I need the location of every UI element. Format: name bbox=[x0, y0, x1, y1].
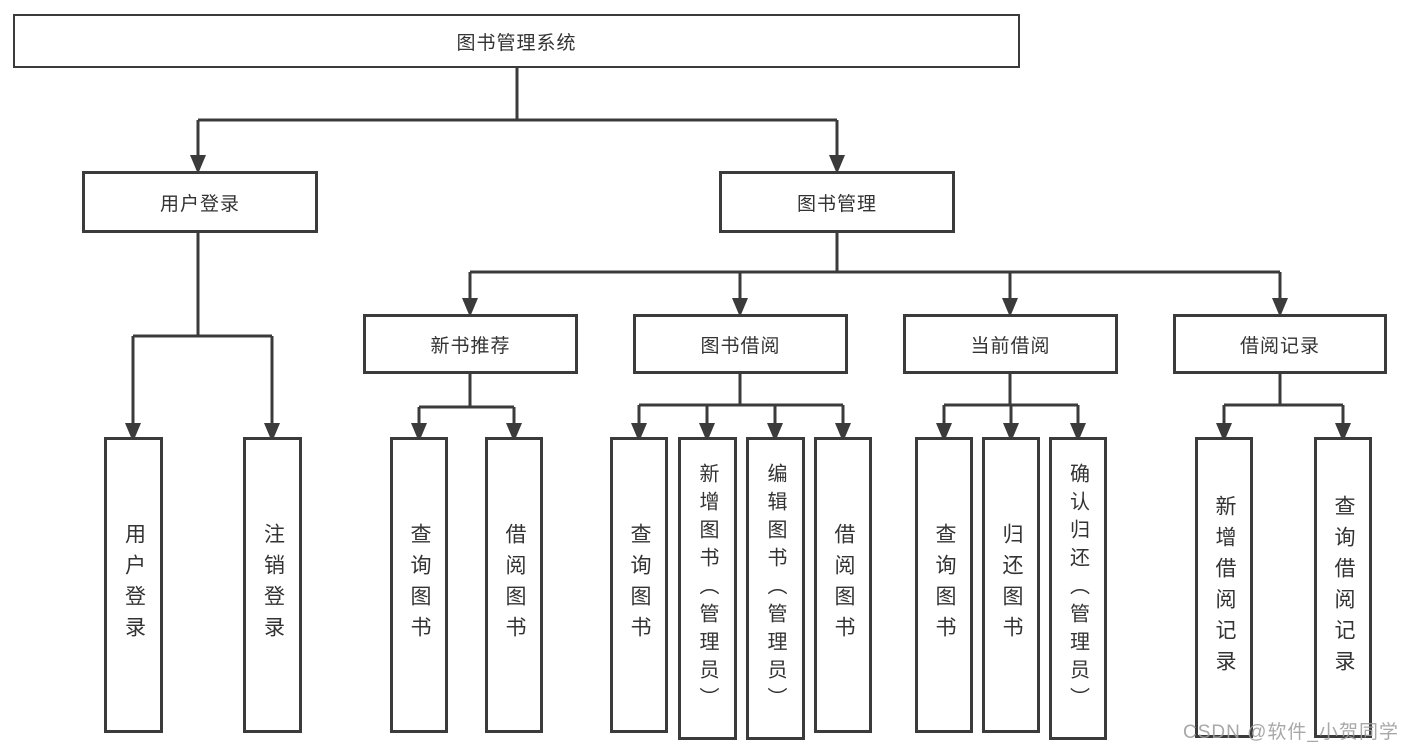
node-leaf-return-book: 归还图书 bbox=[982, 437, 1040, 733]
leaf-label: 新增图书（管理员） bbox=[696, 462, 718, 715]
node-leaf-query-borrow-record: 查询借阅记录 bbox=[1314, 437, 1372, 738]
leaf-label: 查询图书 bbox=[408, 523, 431, 647]
csdn-watermark: CSDN @软件_小贺同学 bbox=[1183, 722, 1399, 743]
node-leaf-confirm-return-admin: 确认归还（管理员） bbox=[1049, 437, 1107, 740]
leaf-label: 编辑图书（管理员） bbox=[764, 462, 786, 715]
node-leaf-borrow-books-2: 借阅图书 bbox=[814, 437, 872, 733]
leaf-label: 归还图书 bbox=[1000, 523, 1023, 647]
leaf-label: 用户登录 bbox=[122, 523, 146, 647]
node-current-borrow: 当前借阅 bbox=[903, 314, 1118, 374]
leaf-label: 查询图书 bbox=[933, 523, 956, 647]
node-leaf-logout: 注销登录 bbox=[243, 437, 302, 733]
node-leaf-user-login: 用户登录 bbox=[104, 437, 163, 733]
node-new-book-recommend: 新书推荐 bbox=[363, 314, 578, 374]
node-borrow-records: 借阅记录 bbox=[1173, 314, 1387, 374]
node-leaf-edit-book-admin: 编辑图书（管理员） bbox=[746, 437, 805, 740]
leaf-label: 借阅图书 bbox=[503, 523, 526, 647]
node-leaf-query-books-3: 查询图书 bbox=[915, 437, 973, 733]
node-leaf-query-books-2: 查询图书 bbox=[610, 437, 668, 733]
node-user-login-branch: 用户登录 bbox=[82, 171, 318, 233]
leaf-label: 新增借阅记录 bbox=[1213, 494, 1236, 681]
node-leaf-borrow-books-1: 借阅图书 bbox=[485, 437, 543, 733]
leaf-label: 注销登录 bbox=[261, 523, 285, 647]
leaf-label: 查询图书 bbox=[628, 523, 651, 647]
node-leaf-add-borrow-record: 新增借阅记录 bbox=[1195, 437, 1253, 738]
leaf-label: 借阅图书 bbox=[832, 523, 855, 647]
leaf-label: 查询借阅记录 bbox=[1332, 494, 1355, 681]
leaf-label: 确认归还（管理员） bbox=[1066, 462, 1089, 715]
node-leaf-add-book-admin: 新增图书（管理员） bbox=[678, 437, 737, 740]
node-book-borrow: 图书借阅 bbox=[633, 314, 848, 374]
node-book-management-branch: 图书管理 bbox=[719, 171, 955, 233]
node-root: 图书管理系统 bbox=[13, 14, 1020, 68]
node-leaf-query-books-1: 查询图书 bbox=[390, 437, 448, 733]
